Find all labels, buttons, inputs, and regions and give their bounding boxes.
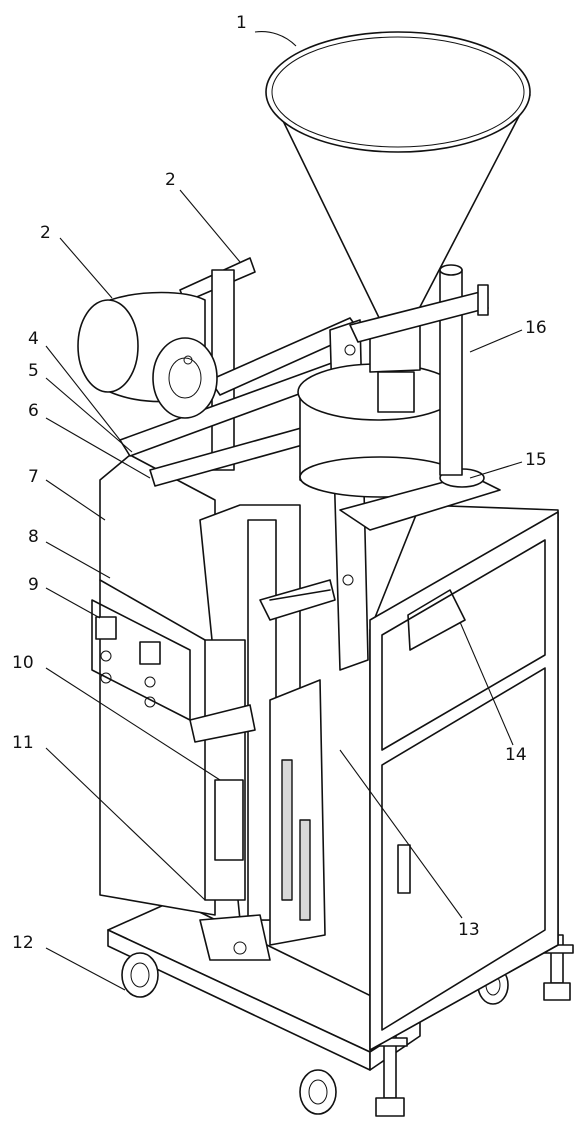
label-16: 16 (525, 318, 547, 338)
label-8: 8 (28, 527, 39, 547)
label-6: 6 (28, 401, 39, 421)
callout-labels: 1 2 2 4 5 6 7 8 9 10 11 12 13 14 15 16 (12, 13, 547, 953)
hopper (265, 31, 531, 413)
label-10: 10 (12, 653, 34, 673)
control-box (91, 454, 216, 916)
label-2-upper: 2 (165, 170, 176, 190)
label-7: 7 (28, 467, 39, 487)
leader-lines (45, 31, 523, 991)
label-5: 5 (28, 361, 39, 381)
caster-wheel (121, 952, 509, 1115)
cabinet (369, 504, 559, 1051)
forming-assembly (189, 504, 336, 961)
motor (77, 291, 218, 419)
support-arms (119, 257, 369, 671)
label-4: 4 (28, 329, 39, 349)
label-1: 1 (236, 13, 247, 33)
label-11: 11 (12, 733, 34, 753)
label-2-lower: 2 (40, 223, 51, 243)
label-15: 15 (525, 450, 547, 470)
label-14: 14 (505, 745, 527, 765)
label-13: 13 (458, 920, 480, 940)
label-12: 12 (12, 933, 34, 953)
label-9: 9 (28, 575, 39, 595)
leveling-foot (372, 934, 574, 1117)
